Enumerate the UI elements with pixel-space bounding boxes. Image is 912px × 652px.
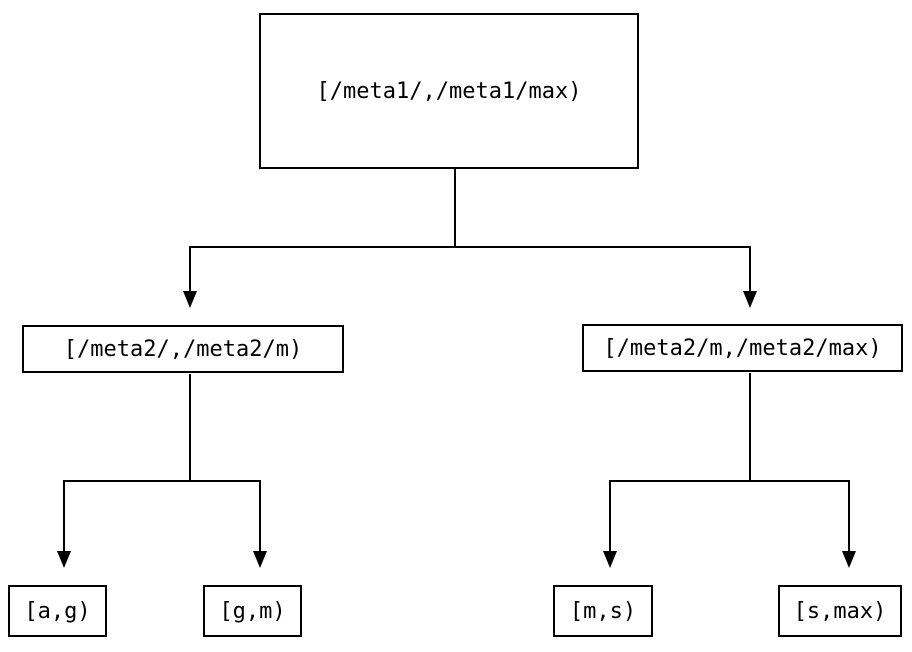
node-meta2-right-label: [/meta2/m,/meta2/max) — [603, 335, 882, 361]
arrowhead-icon — [842, 551, 856, 568]
node-root-label: [/meta1/,/meta1/max) — [316, 78, 582, 104]
node-meta2-left-label: [/meta2/,/meta2/m) — [63, 336, 303, 362]
arrowhead-icon — [743, 291, 757, 308]
node-meta2-right: [/meta2/m,/meta2/max) — [582, 324, 903, 372]
edge-root-to-children — [189, 169, 751, 291]
node-root: [/meta1/,/meta1/max) — [259, 13, 639, 169]
node-leaf-ag-label: [a,g) — [24, 598, 91, 624]
arrowhead-icon — [183, 291, 197, 308]
node-leaf-gm-label: [g,m) — [219, 598, 286, 624]
edge-right-to-leaves — [609, 373, 850, 551]
arrowhead-icon — [253, 551, 267, 568]
node-leaf-smax: [s,max) — [778, 585, 902, 637]
node-leaf-smax-label: [s,max) — [793, 598, 887, 624]
arrowhead-icon — [603, 551, 617, 568]
node-leaf-ms: [m,s) — [553, 585, 653, 637]
edge-left-to-leaves — [63, 374, 261, 551]
node-meta2-left: [/meta2/,/meta2/m) — [22, 325, 344, 373]
node-leaf-ag: [a,g) — [8, 585, 107, 637]
arrowhead-icon — [57, 551, 71, 568]
node-leaf-ms-label: [m,s) — [569, 598, 637, 624]
node-leaf-gm: [g,m) — [203, 585, 302, 637]
